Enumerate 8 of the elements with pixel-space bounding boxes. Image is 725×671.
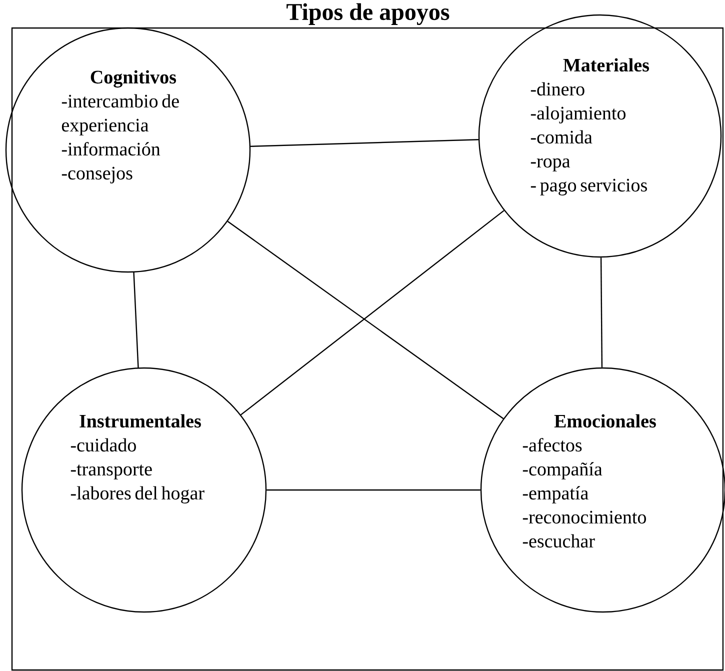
- circle-node: Cognitivos -intercambio de experiencia -información -consejos: [5, 27, 251, 273]
- connector-line: [133, 272, 139, 368]
- connector-line: [250, 139, 478, 147]
- connector-line: [600, 258, 603, 368]
- circle-node: Instrumentales -cuidado -transporte -labores del hogar: [21, 367, 267, 613]
- title: Tipos de apoyos: [286, 3, 450, 26]
- connector-line: [266, 489, 480, 491]
- circle-node: Materiales -dinero -alojamiento -comida -ropa - pago servicios: [478, 14, 722, 258]
